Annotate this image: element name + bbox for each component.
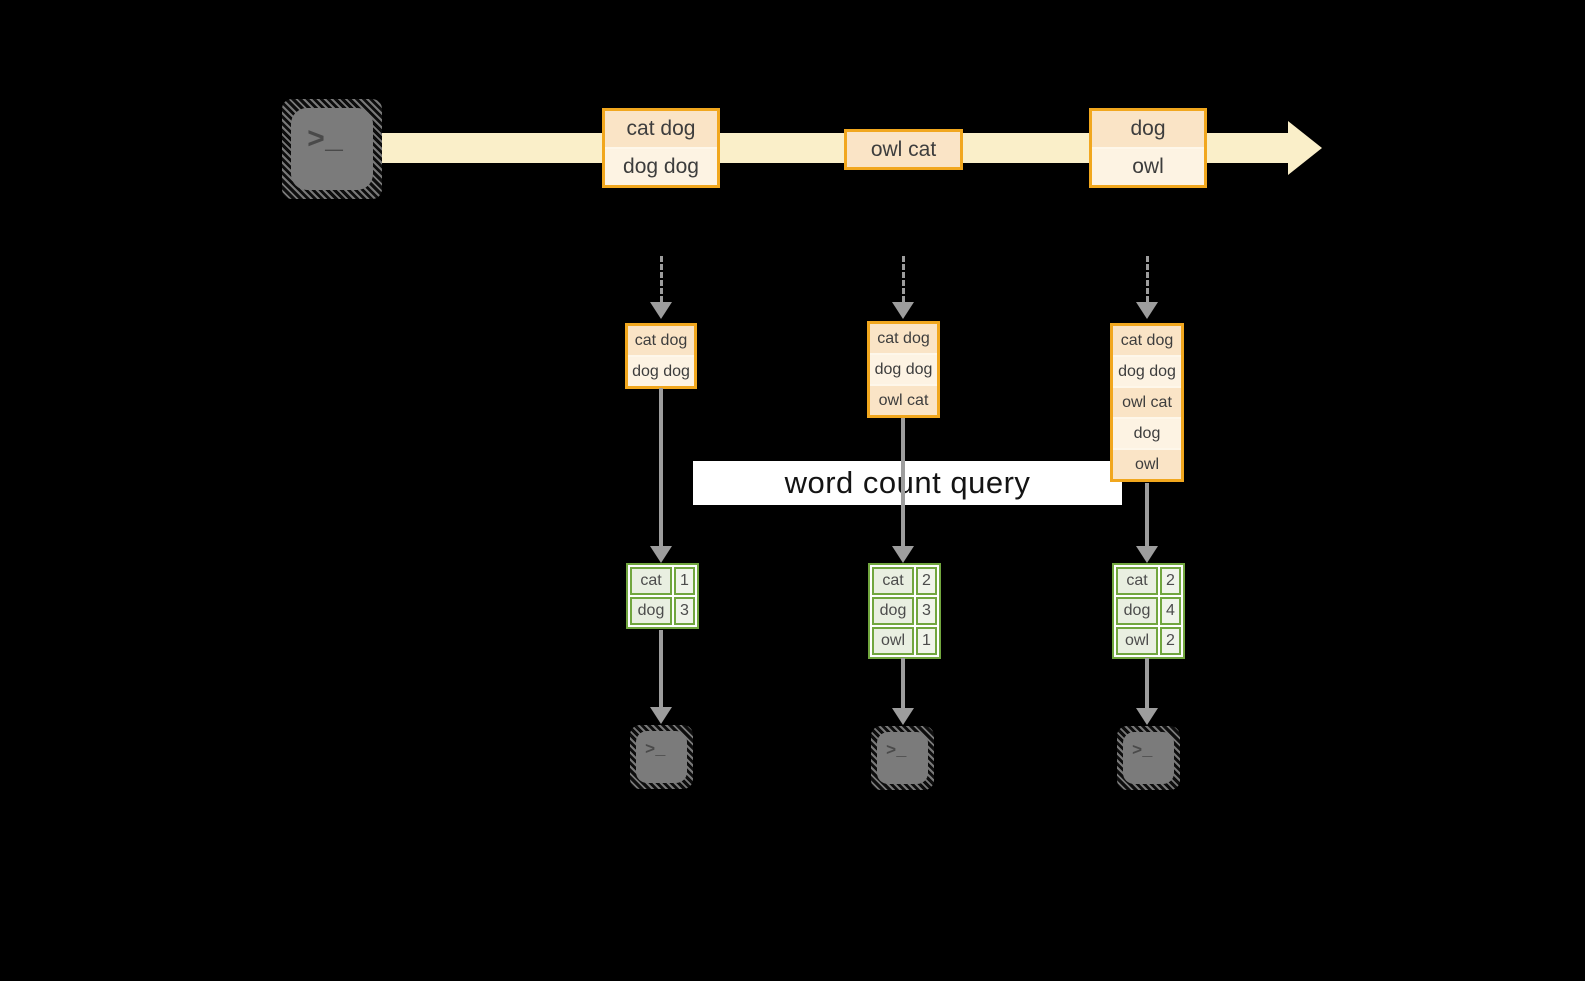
count-cell: 1 (916, 627, 937, 655)
word-cell: cat (872, 567, 914, 595)
stream-batch-line: owl (1092, 147, 1204, 185)
table-row: owl 1 (872, 627, 937, 655)
count-cell: 2 (1160, 567, 1181, 595)
input-list-item: dog (1113, 417, 1181, 448)
dashed-down-arrow (1136, 256, 1158, 319)
word-count-table-1: cat 1 dog 3 (626, 563, 699, 629)
terminal-prompt-glyph: >_ (886, 742, 907, 761)
solid-down-arrow (650, 388, 672, 563)
table-row: cat 1 (630, 567, 695, 595)
arrow-shaft (901, 418, 905, 546)
solid-down-arrow (650, 630, 672, 724)
table-row: cat 2 (872, 567, 937, 595)
input-list-3: cat dog dog dog owl cat dog owl (1110, 323, 1184, 482)
stream-batch-line: owl cat (847, 132, 960, 167)
solid-down-arrow (1136, 483, 1158, 563)
input-list-item: dog dog (628, 355, 694, 386)
terminal-prompt-glyph: >_ (645, 741, 666, 760)
word-cell: owl (1116, 627, 1158, 655)
word-count-table-3: cat 2 dog 4 owl 2 (1112, 563, 1185, 659)
arrowhead-icon (650, 546, 672, 563)
arrowhead-icon (650, 302, 672, 319)
terminal-icon-face: >_ (636, 731, 687, 783)
table-row: dog 3 (630, 597, 695, 625)
arrowhead-icon (892, 302, 914, 319)
input-list-item: cat dog (628, 326, 694, 355)
input-list-item: dog dog (870, 353, 937, 384)
table-row: cat 2 (1116, 567, 1181, 595)
query-label: word count query (693, 461, 1122, 505)
input-list-item: cat dog (870, 324, 937, 353)
arrow-shaft (659, 630, 663, 707)
solid-down-arrow (892, 418, 914, 563)
table-row: owl 2 (1116, 627, 1181, 655)
dashed-down-arrow (892, 256, 914, 319)
arrowhead-icon (1136, 546, 1158, 563)
input-list-item: cat dog (1113, 326, 1181, 355)
word-cell: owl (872, 627, 914, 655)
word-cell: cat (1116, 567, 1158, 595)
count-cell: 4 (1160, 597, 1181, 625)
input-list-2: cat dog dog dog owl cat (867, 321, 940, 418)
count-cell: 1 (674, 567, 695, 595)
input-list-item: owl cat (870, 384, 937, 415)
terminal-icon-face: >_ (291, 108, 373, 190)
solid-down-arrow (1136, 658, 1158, 725)
terminal-icon: >_ (871, 726, 934, 790)
terminal-icon-face: >_ (1123, 732, 1174, 784)
terminal-icon: >_ (630, 725, 693, 789)
input-list-item: owl cat (1113, 386, 1181, 417)
word-count-table-2: cat 2 dog 3 owl 1 (868, 563, 941, 659)
stream-batch-3: dog owl (1089, 108, 1207, 188)
stream-arrowhead (1288, 121, 1322, 175)
solid-down-arrow (892, 658, 914, 725)
count-cell: 2 (1160, 627, 1181, 655)
arrowhead-icon (892, 546, 914, 563)
arrow-shaft (901, 658, 905, 708)
word-cell: dog (630, 597, 672, 625)
arrow-shaft (659, 388, 663, 546)
word-cell: cat (630, 567, 672, 595)
arrowhead-icon (650, 707, 672, 724)
arrowhead-icon (1136, 708, 1158, 725)
terminal-prompt-glyph: >_ (307, 124, 344, 158)
word-cell: dog (1116, 597, 1158, 625)
arrow-shaft (1145, 483, 1149, 546)
terminal-icon-face: >_ (877, 732, 928, 784)
terminal-prompt-glyph: >_ (1132, 742, 1153, 761)
terminal-icon: >_ (1117, 726, 1180, 790)
table-row: dog 3 (872, 597, 937, 625)
arrow-shaft (1145, 256, 1149, 302)
stream-batch-line: dog dog (605, 147, 717, 185)
dashed-down-arrow (650, 256, 672, 319)
arrowhead-icon (892, 708, 914, 725)
stream-batch-line: cat dog (605, 111, 717, 147)
arrow-shaft (901, 256, 905, 302)
stream-batch-2: owl cat (844, 129, 963, 170)
arrow-shaft (659, 256, 663, 302)
count-cell: 2 (916, 567, 937, 595)
table-row: dog 4 (1116, 597, 1181, 625)
input-list-1: cat dog dog dog (625, 323, 697, 389)
arrow-shaft (1145, 658, 1149, 708)
terminal-icon: >_ (282, 99, 382, 199)
stream-batch-line: dog (1092, 111, 1204, 147)
arrowhead-icon (1136, 302, 1158, 319)
word-cell: dog (872, 597, 914, 625)
count-cell: 3 (674, 597, 695, 625)
input-list-item: dog dog (1113, 355, 1181, 386)
stream-batch-1: cat dog dog dog (602, 108, 720, 188)
input-list-item: owl (1113, 448, 1181, 479)
count-cell: 3 (916, 597, 937, 625)
